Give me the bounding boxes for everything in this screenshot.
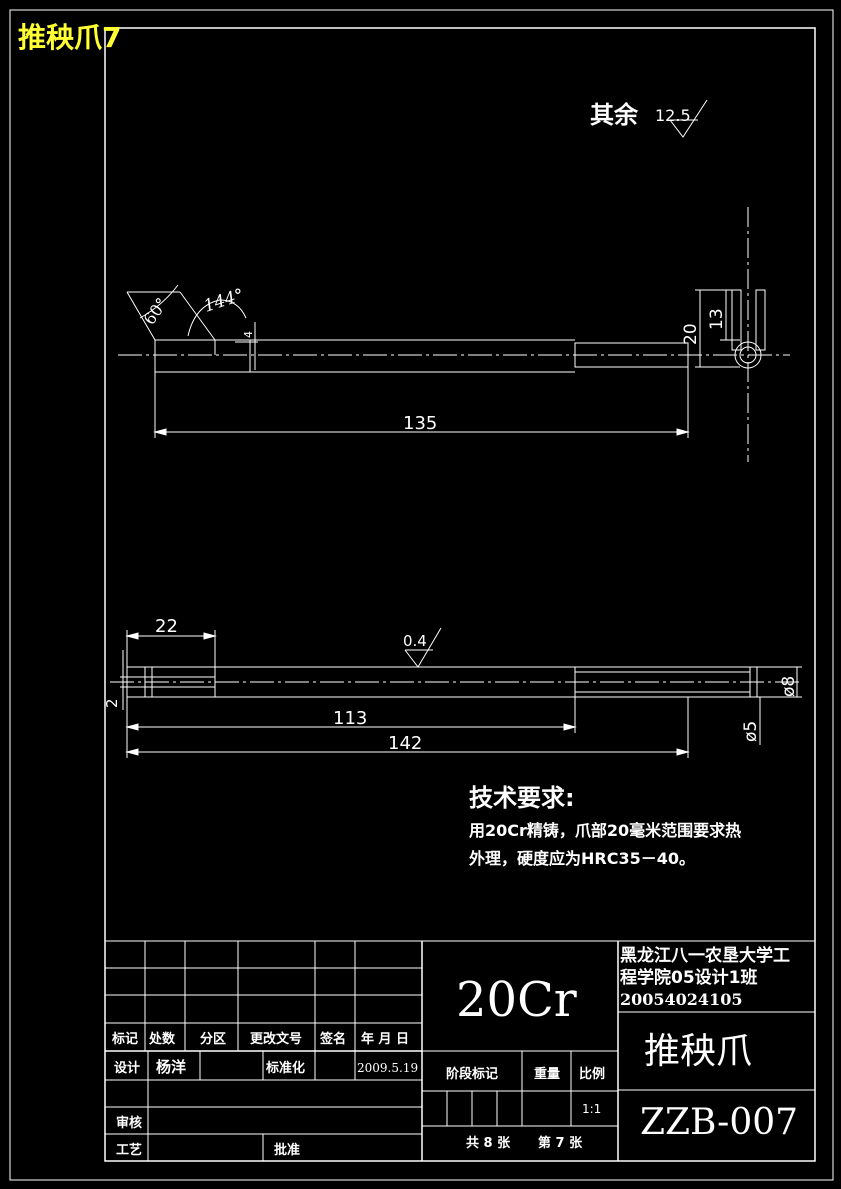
dim-4-label: 4 (242, 331, 255, 338)
tb-scale-label: 比例 (579, 1066, 605, 1082)
tb-material: 20Cr (456, 972, 577, 1028)
roughness-rest-label: 其余 (590, 101, 639, 129)
tb-part-name: 推秧爪 (644, 1031, 752, 1072)
dim-20-label: 20 (681, 323, 701, 345)
angle-60-label: 60° (140, 294, 172, 328)
tb-design-label: 设计 (114, 1060, 140, 1076)
tech-req-line2: 外理，硬度应为HRC35－40。 (468, 849, 695, 868)
dim-13-label: 13 (707, 308, 727, 330)
tb-weight-label: 重量 (534, 1066, 560, 1082)
tb-stage-label: 阶段标记 (446, 1066, 498, 1082)
tb-drawing-no: ZZB-007 (640, 1102, 798, 1143)
tb-total-sheets: 共 8 张 (466, 1135, 511, 1151)
dim-d5-label: ø5 (741, 721, 761, 742)
tb-review-label: 审核 (116, 1115, 142, 1131)
tb-header-mark: 标记 (111, 1031, 138, 1047)
tb-date: 2009.5.19 (357, 1061, 418, 1075)
sheet-title: 推秧爪7 (18, 21, 121, 54)
outer-frame (9, 9, 834, 1181)
tech-requirements: 技术要求: 用20Cr精铸，爪部20毫米范围要求热 外理，硬度应为HRC35－4… (468, 784, 741, 868)
roughness-rest-value: 12.5 (655, 106, 691, 125)
dim-113-label: 113 (333, 708, 367, 729)
tb-header-zone: 分区 (200, 1031, 226, 1047)
dim-135-label: 135 (403, 413, 437, 434)
dim-2-label: 2 (103, 698, 121, 708)
tb-standard-label: 标准化 (265, 1060, 305, 1076)
tb-header-change: 更改文号 (250, 1031, 302, 1047)
tb-header-sign: 签名 (319, 1031, 346, 1047)
tb-school-line3: 20054024105 (620, 990, 742, 1009)
dim-d8-label: ø8 (779, 676, 799, 697)
tb-approve-label: 批准 (274, 1142, 300, 1158)
tech-req-line1: 用20Cr精铸，爪部20毫米范围要求热 (469, 821, 741, 840)
tb-school-line2: 程学院05设计1班 (620, 967, 758, 988)
front-view (110, 627, 802, 758)
dim-22-label: 22 (155, 616, 178, 637)
roughness-rest: 其余 12.5 (590, 99, 708, 138)
tb-school-line1: 黑龙江八一农垦大学工 (620, 945, 790, 966)
tb-header-date: 年 月 日 (361, 1031, 409, 1047)
tech-req-title: 技术要求: (469, 784, 575, 812)
dim-142-label: 142 (388, 733, 422, 754)
top-view (118, 207, 790, 462)
tb-sheet-no: 第 7 张 (538, 1135, 583, 1151)
tb-process-label: 工艺 (116, 1142, 142, 1158)
tb-scale-value: 1:1 (582, 1102, 601, 1116)
tb-header-count: 处数 (148, 1031, 176, 1047)
title-block (104, 940, 816, 1162)
angle-144-label: 144° (201, 285, 246, 317)
roughness-surface-value: 0.4 (403, 632, 427, 650)
tb-designer: 杨洋 (156, 1058, 186, 1076)
